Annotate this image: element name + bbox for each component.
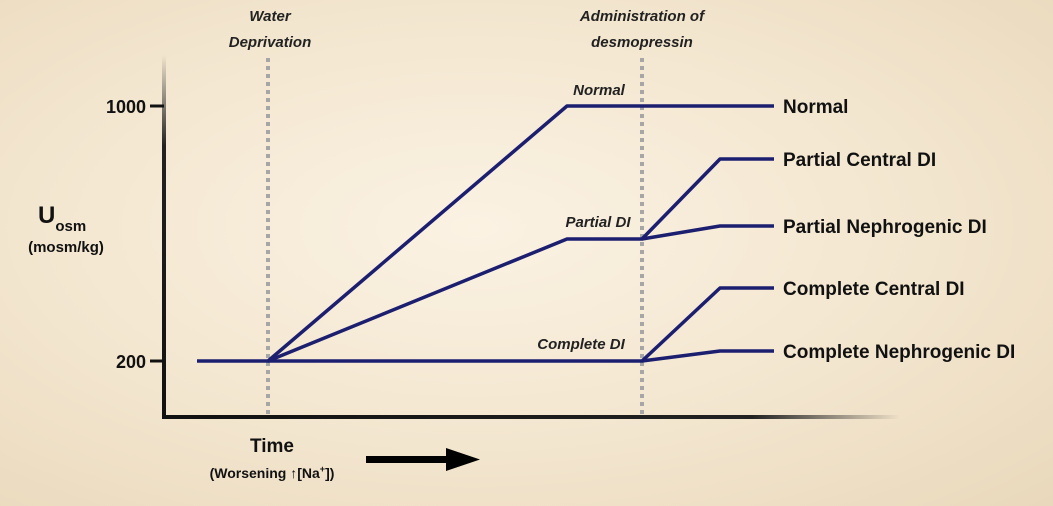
- end-label-partial-central: Partial Central DI: [783, 150, 936, 171]
- curve-complete-central: [268, 286, 774, 363]
- curve-partial-nephrogenic: [641, 224, 774, 241]
- end-label-complete-central: Complete Central DI: [783, 279, 965, 300]
- annotation-partial-di: Partial DI: [565, 214, 631, 231]
- x-axis-label: Time: [250, 436, 294, 457]
- annotation-normal: Normal: [573, 82, 626, 99]
- up-arrow-icon: ↑: [290, 465, 297, 481]
- curve-partial-central: [267, 157, 774, 363]
- annotation-complete-di: Complete DI: [537, 336, 625, 353]
- time-arrow-icon: [366, 448, 480, 471]
- curve-normal: [197, 104, 774, 363]
- y-tick-label-1000: 1000: [106, 97, 146, 117]
- x-axis-sublabel: (Worsening ↑[Na+]): [210, 464, 335, 481]
- end-label-complete-nephrogenic: Complete Nephrogenic DI: [783, 342, 1015, 363]
- end-label-normal: Normal: [783, 97, 848, 118]
- desmopressin-label-line1: Administration of: [579, 8, 706, 25]
- x-axis: [162, 415, 900, 419]
- y-axis-unit: (mosm/kg): [28, 239, 104, 256]
- curve-complete-nephrogenic: [641, 349, 774, 363]
- y-axis: [162, 55, 166, 419]
- y-axis-label: Uosm: [38, 202, 86, 235]
- y-tick-label-200: 200: [116, 352, 146, 372]
- end-label-partial-nephrogenic: Partial Nephrogenic DI: [783, 217, 987, 238]
- desmopressin-label-line2: desmopressin: [591, 34, 693, 51]
- water-deprivation-label-line1: Water: [249, 8, 292, 25]
- water-deprivation-label-line2: Deprivation: [229, 34, 312, 51]
